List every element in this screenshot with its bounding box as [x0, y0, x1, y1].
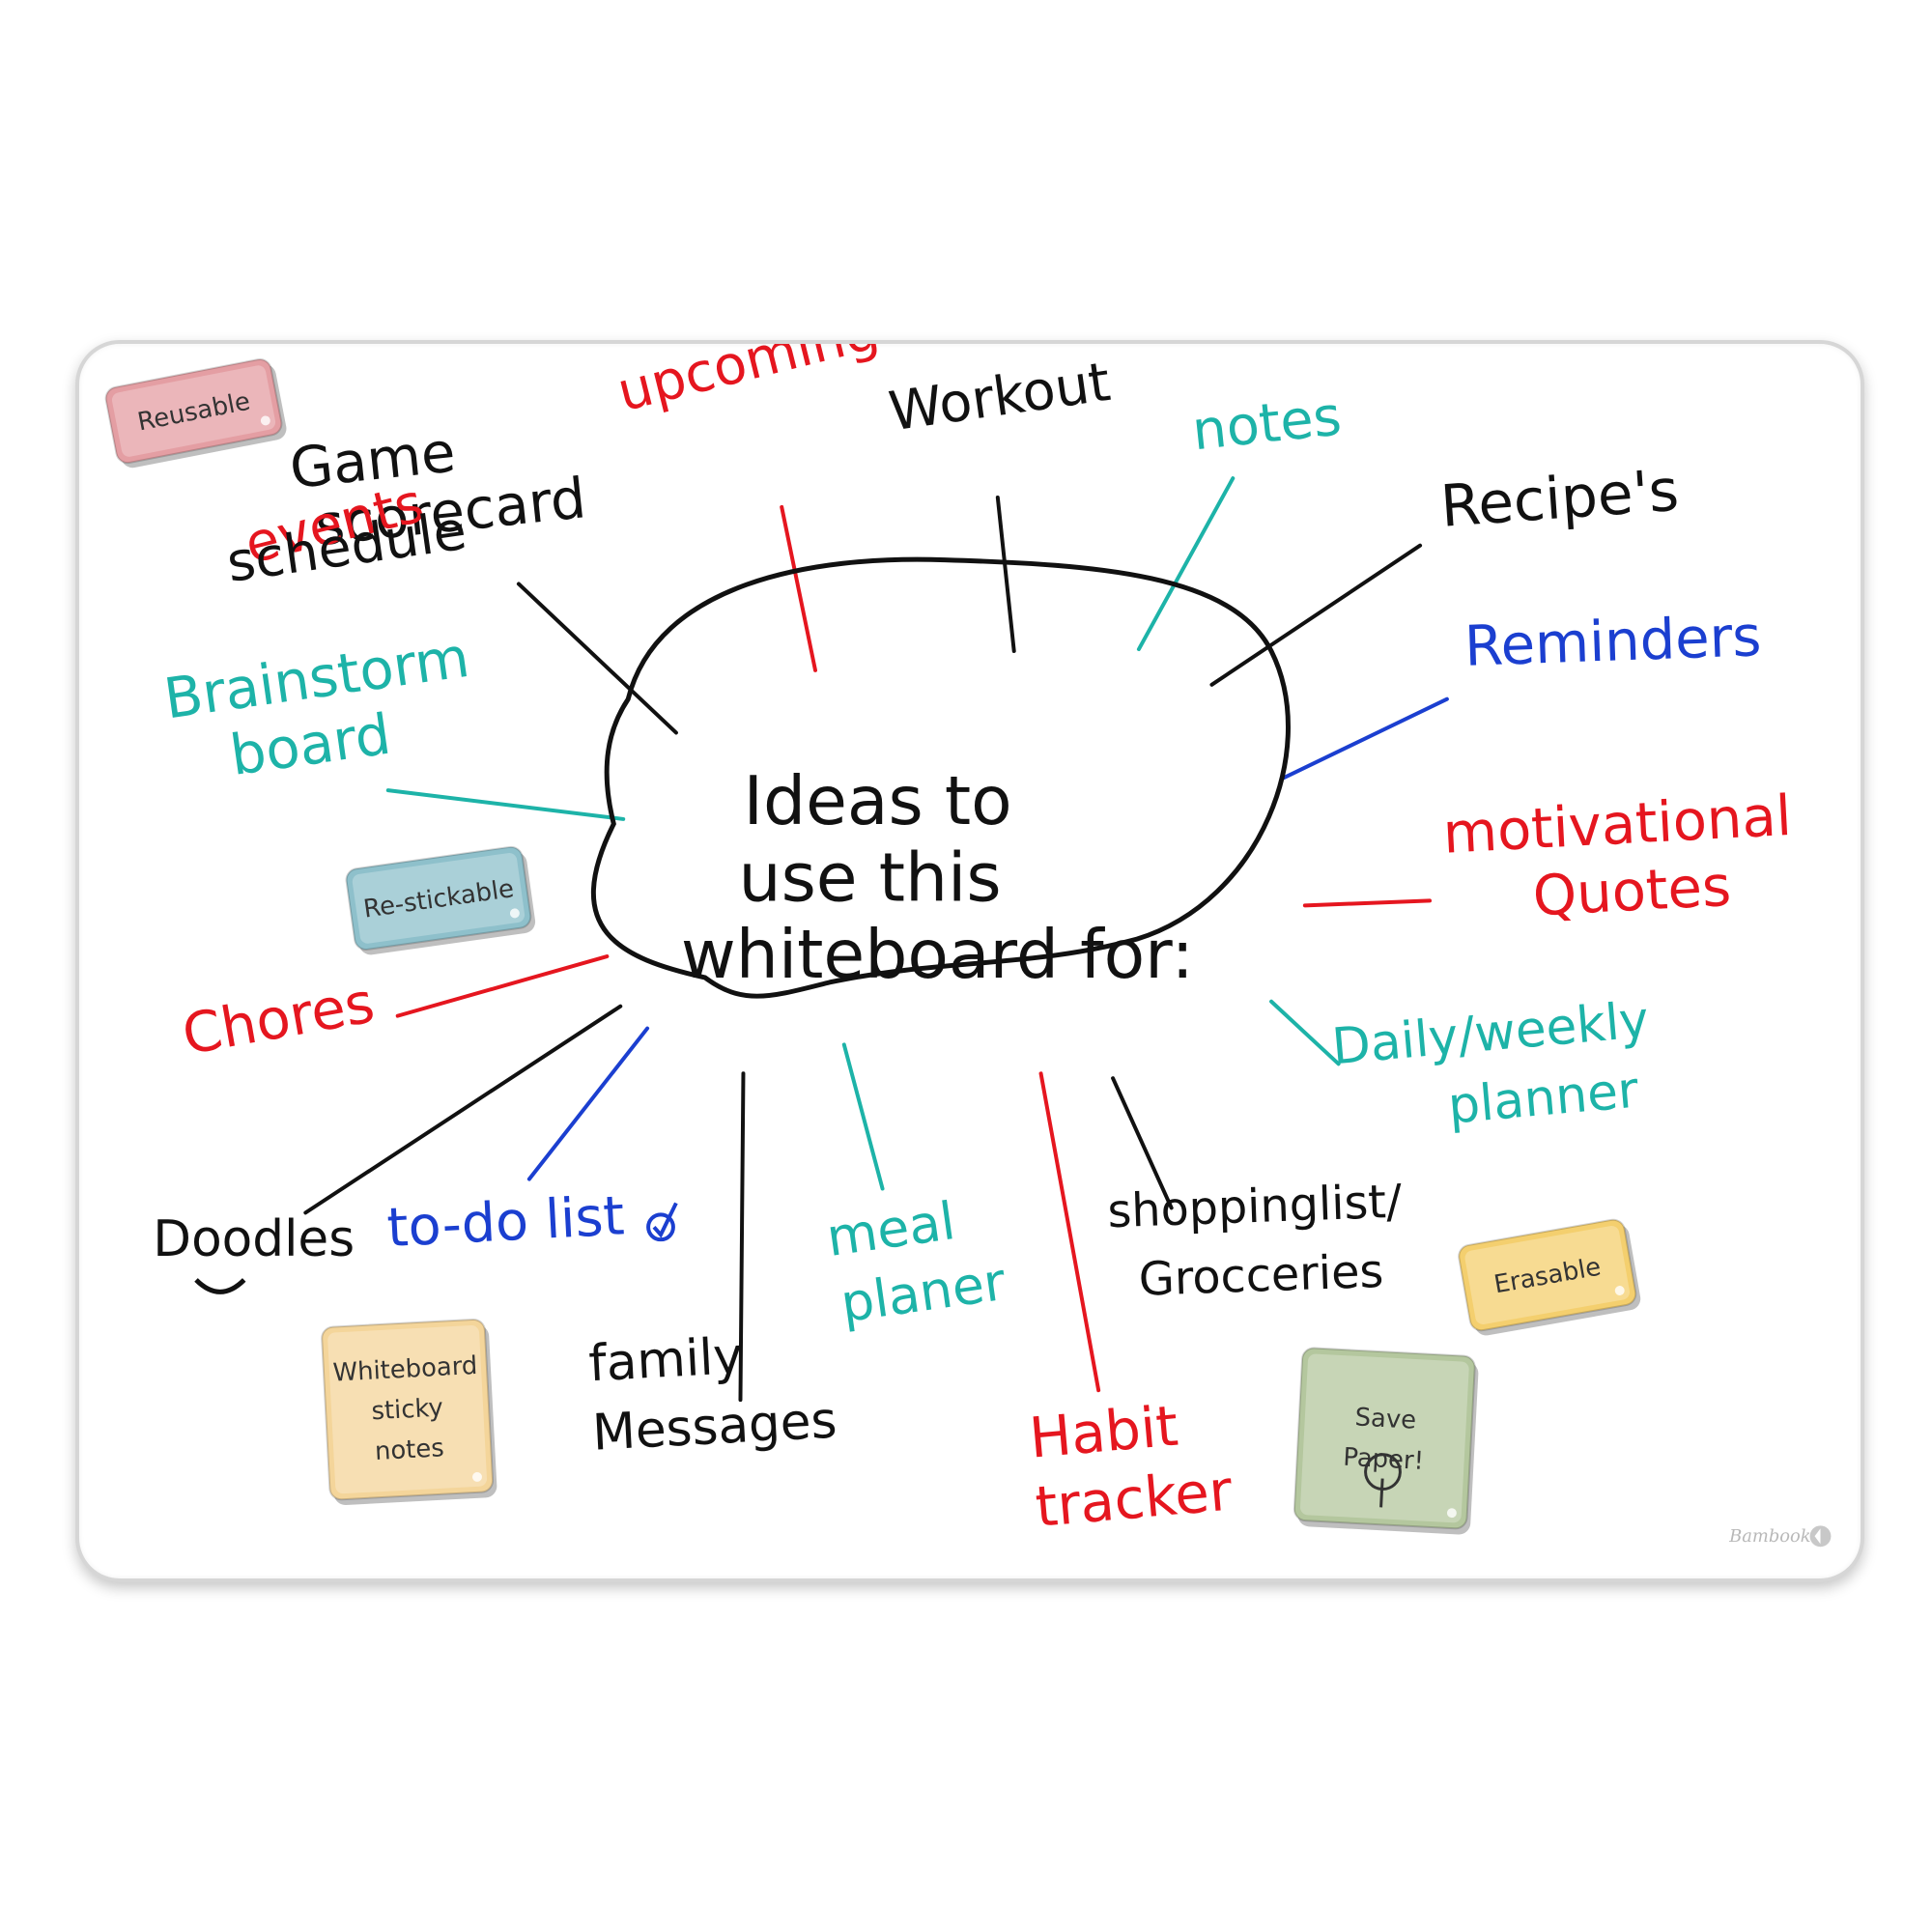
- connector-family-messages: [738, 1071, 746, 1403]
- sticky-highlight: [352, 853, 526, 944]
- sticky-body: [1458, 1218, 1637, 1332]
- connector-workout-schedule: [995, 496, 1016, 653]
- center-title: Ideas to use this whiteboard for:: [681, 762, 1194, 994]
- sticky-save-paper-line-2: Paper!: [1343, 1443, 1425, 1476]
- connector-game-scorecard: [516, 582, 678, 735]
- sticky-body: [321, 1318, 495, 1501]
- sticky-corner-icon: [1446, 1508, 1457, 1519]
- label-workout-schedule-line-1: Workout: [885, 351, 1114, 443]
- label-to-do-list-line-1: to-do list: [385, 1184, 626, 1260]
- whiteboard-drawing: Ideas to use this whiteboard for: Gamesc…: [104, 344, 1832, 1548]
- label-to-do-list: to-do list: [385, 1184, 626, 1260]
- sticky-save-paper-line-1: Save: [1354, 1403, 1417, 1435]
- tree-icon: [1364, 1453, 1402, 1508]
- label-doodles: Doodles: [153, 1210, 355, 1268]
- connector-lines: [303, 476, 1449, 1403]
- sticky-erasable[interactable]: Erasable: [1457, 1217, 1642, 1338]
- label-recipes-line-1: Recipe's: [1438, 458, 1681, 541]
- label-habit-tracker-line-1: Habit: [1027, 1394, 1180, 1471]
- connector-daily-weekly-planner: [1269, 999, 1341, 1066]
- label-chores: Chores: [178, 970, 380, 1067]
- center-line-3: whiteboard for:: [681, 916, 1194, 994]
- label-notes: notes: [1189, 384, 1344, 463]
- sticky-highlight: [1464, 1225, 1630, 1324]
- brand-logo-icon: [1809, 1525, 1832, 1548]
- sticky-corner-icon: [509, 908, 520, 919]
- connector-brainstorm-board: [385, 788, 626, 821]
- connector-upcoming-events: [780, 504, 817, 672]
- sticky-highlight: [327, 1325, 488, 1494]
- checkmark-tick-icon: [652, 1202, 678, 1238]
- sticky-corner-icon: [1614, 1286, 1625, 1295]
- sticky-highlight: [1299, 1353, 1469, 1523]
- sticky-body: [104, 358, 283, 465]
- sticky-body: [1293, 1347, 1476, 1530]
- label-shoppinglist-groceries-line-2: Grocceries: [1138, 1245, 1384, 1307]
- sticky-whiteboard-sticky-notes-line-2: sticky: [371, 1394, 444, 1427]
- label-family-messages-line-1: family: [587, 1327, 744, 1393]
- connector-reminders: [1281, 696, 1449, 781]
- connector-motivational-quotes: [1302, 898, 1433, 908]
- checkmark-icon: [646, 1212, 675, 1242]
- center-line-1: Ideas to: [743, 762, 1011, 840]
- connector-shoppinglist-groceries: [1111, 1076, 1174, 1210]
- sticky-highlight: [111, 365, 276, 457]
- label-habit-tracker-line-2: tracker: [1033, 1458, 1235, 1540]
- sticky-body: [345, 845, 532, 951]
- connector-recipes: [1209, 543, 1423, 687]
- connector-chores: [395, 954, 610, 1018]
- label-doodles-line-1: Doodles: [153, 1210, 355, 1268]
- label-notes-line-1: notes: [1189, 384, 1344, 463]
- sticky-whiteboard-sticky-notes-line-3: notes: [374, 1434, 444, 1466]
- label-upcoming-events-line-1: upcoming: [611, 344, 885, 424]
- connector-doodles: [303, 1004, 623, 1215]
- sticky-re-stickable[interactable]: Re-stickable: [345, 845, 537, 957]
- sticky-notes: ReusableRe-stickableErasableWhiteboardst…: [104, 356, 1642, 1535]
- label-recipes: Recipe's: [1438, 458, 1681, 541]
- label-chores-line-1: Chores: [178, 970, 380, 1067]
- label-daily-weekly-planner-line-2: planner: [1446, 1062, 1642, 1136]
- label-shoppinglist-groceries: shoppinglist/Grocceries: [1107, 1176, 1404, 1307]
- center-line-2: use this: [738, 838, 1001, 917]
- label-shoppinglist-groceries-line-1: shoppinglist/: [1107, 1176, 1404, 1239]
- label-motivational-quotes-line-2: Quotes: [1531, 854, 1732, 929]
- sticky-corner-icon: [260, 415, 270, 426]
- label-reminders: Reminders: [1463, 604, 1762, 679]
- connector-notes: [1136, 476, 1236, 652]
- label-reminders-line-1: Reminders: [1463, 604, 1762, 679]
- label-motivational-quotes-line-1: motivational: [1441, 783, 1793, 867]
- connector-to-do-list: [526, 1026, 650, 1181]
- connector-habit-tracker: [1038, 1071, 1101, 1393]
- brand-logo-text: Bambook: [1728, 1526, 1811, 1547]
- sticky-corner-icon: [472, 1471, 482, 1482]
- label-family-messages-line-2: Messages: [591, 1392, 838, 1463]
- sticky-reusable[interactable]: Reusable: [104, 356, 289, 470]
- smile-icon: [194, 1278, 246, 1294]
- center-bubble: [591, 556, 1291, 999]
- connector-meal-planer: [841, 1042, 885, 1191]
- label-meal-planer-line-1: meal: [823, 1190, 959, 1268]
